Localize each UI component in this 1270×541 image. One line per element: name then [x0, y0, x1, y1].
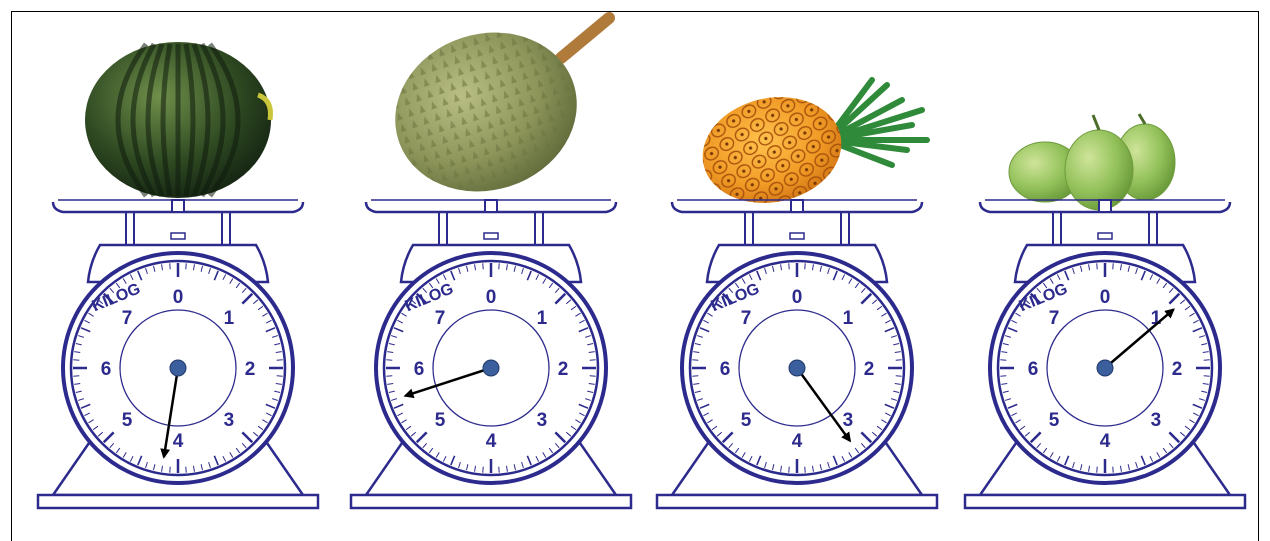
- scale-foot: [38, 495, 318, 508]
- scale-posts: [126, 212, 230, 245]
- dial-number: 6: [720, 359, 731, 380]
- dial-number: 5: [1049, 410, 1060, 431]
- dial-number: 6: [101, 359, 112, 380]
- dial-number: 3: [1151, 410, 1162, 431]
- dial-number: 1: [537, 308, 548, 329]
- dial-hub: [483, 360, 499, 376]
- watermelon-icon: [85, 42, 271, 198]
- dial-hub: [170, 360, 186, 376]
- dial-number: 2: [864, 359, 875, 380]
- scale-posts: [1053, 212, 1157, 245]
- dial-number: 7: [741, 308, 752, 329]
- dial-number: 5: [741, 410, 752, 431]
- dial-number: 6: [1028, 359, 1039, 380]
- dial-number: 1: [843, 308, 854, 329]
- scale-posts: [745, 212, 849, 245]
- dial-number: 4: [173, 431, 184, 452]
- dial-number: 4: [1100, 431, 1111, 452]
- dial-number: 4: [792, 431, 803, 452]
- dial-hub: [1097, 360, 1113, 376]
- pineapple-icon: [693, 80, 927, 215]
- scale-posts: [439, 212, 543, 245]
- dial-number: 4: [486, 431, 497, 452]
- scale-foot: [965, 495, 1245, 508]
- dial-number: 0: [486, 287, 497, 308]
- dial-number: 0: [1100, 287, 1111, 308]
- dial-number: 6: [414, 359, 425, 380]
- scale-foot: [351, 495, 631, 508]
- durian-icon: [374, 9, 609, 214]
- dial-number: 1: [224, 308, 235, 329]
- dial-number: 2: [245, 359, 256, 380]
- dial-number: 5: [435, 410, 446, 431]
- dial-number: 7: [122, 308, 133, 329]
- guava-icon: [1009, 114, 1175, 210]
- dial-number: 7: [435, 308, 446, 329]
- dial-number: 3: [224, 410, 235, 431]
- dial-number: 2: [558, 359, 569, 380]
- dial-number: 2: [1172, 359, 1183, 380]
- dial-number: 7: [1049, 308, 1060, 329]
- dial-number: 3: [843, 410, 854, 431]
- scale-foot: [657, 495, 937, 508]
- dial-number: 0: [792, 287, 803, 308]
- dial-number: 0: [173, 287, 184, 308]
- dial-number: 3: [537, 410, 548, 431]
- dial-hub: [789, 360, 805, 376]
- dial-number: 5: [122, 410, 133, 431]
